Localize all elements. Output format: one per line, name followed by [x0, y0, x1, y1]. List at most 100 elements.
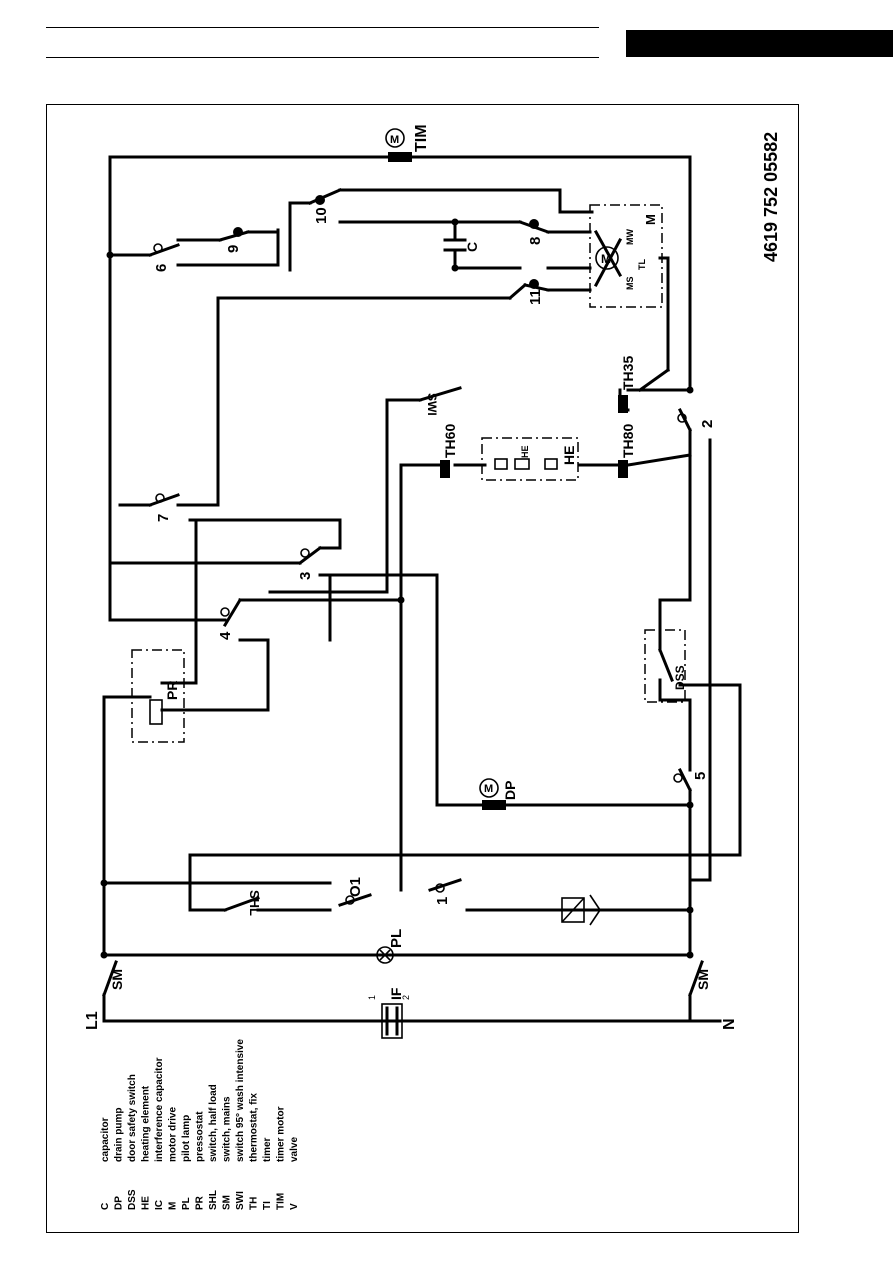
th60-label: TH60 — [442, 424, 458, 458]
dss-label: DSS — [673, 665, 687, 690]
th35-label: TH35 — [620, 356, 636, 390]
legend-code: DSS — [127, 1189, 138, 1210]
thermostat-th35: TH35 — [618, 356, 636, 413]
thermostat-th80: TH80 — [618, 424, 636, 478]
timer-motor: M TIM — [385, 124, 430, 162]
mains-switch-bottom[interactable]: SM — [688, 960, 711, 997]
tim-label: TIM — [413, 124, 430, 152]
mains-switch-top[interactable]: SM — [102, 960, 125, 997]
legend-text: valve — [289, 1137, 300, 1162]
timer-switch-9[interactable]: 9 — [218, 227, 250, 253]
mw-label: MW — [625, 229, 635, 245]
svg-text:1: 1 — [367, 995, 377, 1000]
timer-switch-8[interactable]: 8 — [518, 219, 550, 245]
legend-text: switch, mains — [222, 1096, 233, 1162]
heating-element: HE HE — [481, 437, 579, 481]
pressostat: PR — [131, 649, 185, 743]
timer-switch-7[interactable]: 7 — [148, 493, 180, 522]
legend-code: SWI — [235, 1191, 246, 1210]
legend-code: PR — [195, 1195, 206, 1210]
sm-top-label: SM — [109, 969, 125, 990]
legend-text: thermostat, fix — [249, 1093, 260, 1162]
wash-intensive-switch[interactable]: SWI — [418, 386, 462, 416]
timer-switch-3-label: 3 — [297, 572, 314, 580]
legend-code: TIM — [276, 1193, 287, 1210]
legend-code: SHL — [208, 1190, 219, 1210]
motor-drive: M M MW MS TL — [589, 204, 663, 308]
legend-code: SM — [222, 1195, 233, 1210]
legend-code: TH — [249, 1197, 260, 1210]
legend-text: drain pump — [114, 1108, 125, 1162]
legend-text: timer motor — [276, 1106, 287, 1162]
timer-switch-5[interactable]: 5 — [673, 767, 709, 793]
header-black-tab — [626, 30, 893, 57]
header-rule-bottom — [46, 57, 599, 58]
dp-label: DP — [502, 781, 518, 800]
legend-code: PL — [181, 1197, 192, 1210]
timer-switch-8-label: 8 — [527, 237, 544, 245]
drawing-number: 4619 752 05582 — [761, 132, 781, 262]
pilot-lamp: PL — [376, 929, 405, 964]
legend-code: V — [289, 1203, 300, 1210]
timer-switch-9-label: 9 — [225, 245, 242, 253]
door-safety-switch[interactable]: DSS — [644, 629, 687, 703]
legend-text: heating element — [141, 1085, 152, 1162]
timer-switch-o1[interactable]: O1 — [338, 877, 372, 907]
timer-switch-o1-label: O1 — [347, 877, 364, 897]
thermostat-th60: TH60 — [440, 424, 458, 478]
svg-text:M: M — [601, 252, 611, 266]
timer-switch-10-label: 10 — [313, 207, 330, 224]
wires — [102, 155, 742, 1023]
legend-text: switch, half load — [208, 1084, 219, 1162]
sm-bottom-label: SM — [695, 969, 711, 990]
svg-text:M: M — [390, 134, 399, 146]
timer-switch-4-label: 4 — [217, 631, 234, 640]
svg-text:M: M — [484, 783, 493, 795]
valve — [561, 894, 601, 926]
legend-code: HE — [141, 1196, 152, 1210]
timer-switch-1[interactable]: 1 — [428, 878, 462, 905]
legend-text: door safety switch — [127, 1074, 138, 1162]
terminal-l1: L1 — [84, 1011, 101, 1030]
legend-text: timer — [262, 1137, 273, 1162]
half-load-switch[interactable]: SHL — [223, 890, 262, 916]
legend-text: interference capacitor — [154, 1057, 165, 1162]
interference-capacitor: IF 1 2 — [367, 987, 411, 1039]
timer-switch-2[interactable]: 2 — [677, 407, 716, 433]
timer-switch-6[interactable]: 6 — [148, 243, 180, 272]
he-label: HE — [561, 446, 577, 465]
m-label: M — [643, 214, 658, 225]
legend-text: pilot lamp — [181, 1115, 192, 1162]
legend-code: DP — [114, 1196, 125, 1210]
legend-text: motor drive — [168, 1107, 179, 1162]
legend-code: IC — [154, 1200, 165, 1210]
timer-switch-11[interactable]: 11 — [523, 279, 550, 305]
ms-label: MS — [625, 277, 635, 291]
swi-label: SWI — [425, 393, 439, 416]
timer-switch-10[interactable]: 10 — [308, 188, 342, 224]
legend-text: pressostat — [195, 1111, 206, 1162]
shl-label: SHL — [247, 890, 262, 916]
pl-label: PL — [388, 929, 405, 948]
drain-pump: M DP — [479, 778, 518, 810]
legend-text: switch 95° wash intensive — [235, 1039, 246, 1162]
legend-code: C — [100, 1203, 111, 1210]
timer-switch-5-label: 5 — [692, 772, 709, 780]
svg-text:2: 2 — [401, 995, 411, 1000]
schematic-frame — [46, 104, 799, 1233]
timer-switch-2-label: 2 — [699, 420, 716, 428]
timer-switch-3[interactable]: 3 — [297, 545, 323, 580]
timer-switch-6-label: 6 — [153, 264, 170, 272]
capacitor: C — [443, 238, 480, 252]
junctions — [100, 218, 694, 959]
he-label-small: HE — [520, 445, 530, 458]
header-rule-top — [46, 27, 599, 28]
legend-code: TI — [262, 1201, 273, 1210]
timer-switch-4[interactable]: 4 — [217, 597, 243, 640]
legend-text: capacitor — [100, 1117, 111, 1162]
terminal-n: N — [721, 1018, 738, 1030]
timer-switch-11-label: 11 — [527, 289, 544, 305]
c-label: C — [464, 242, 480, 252]
